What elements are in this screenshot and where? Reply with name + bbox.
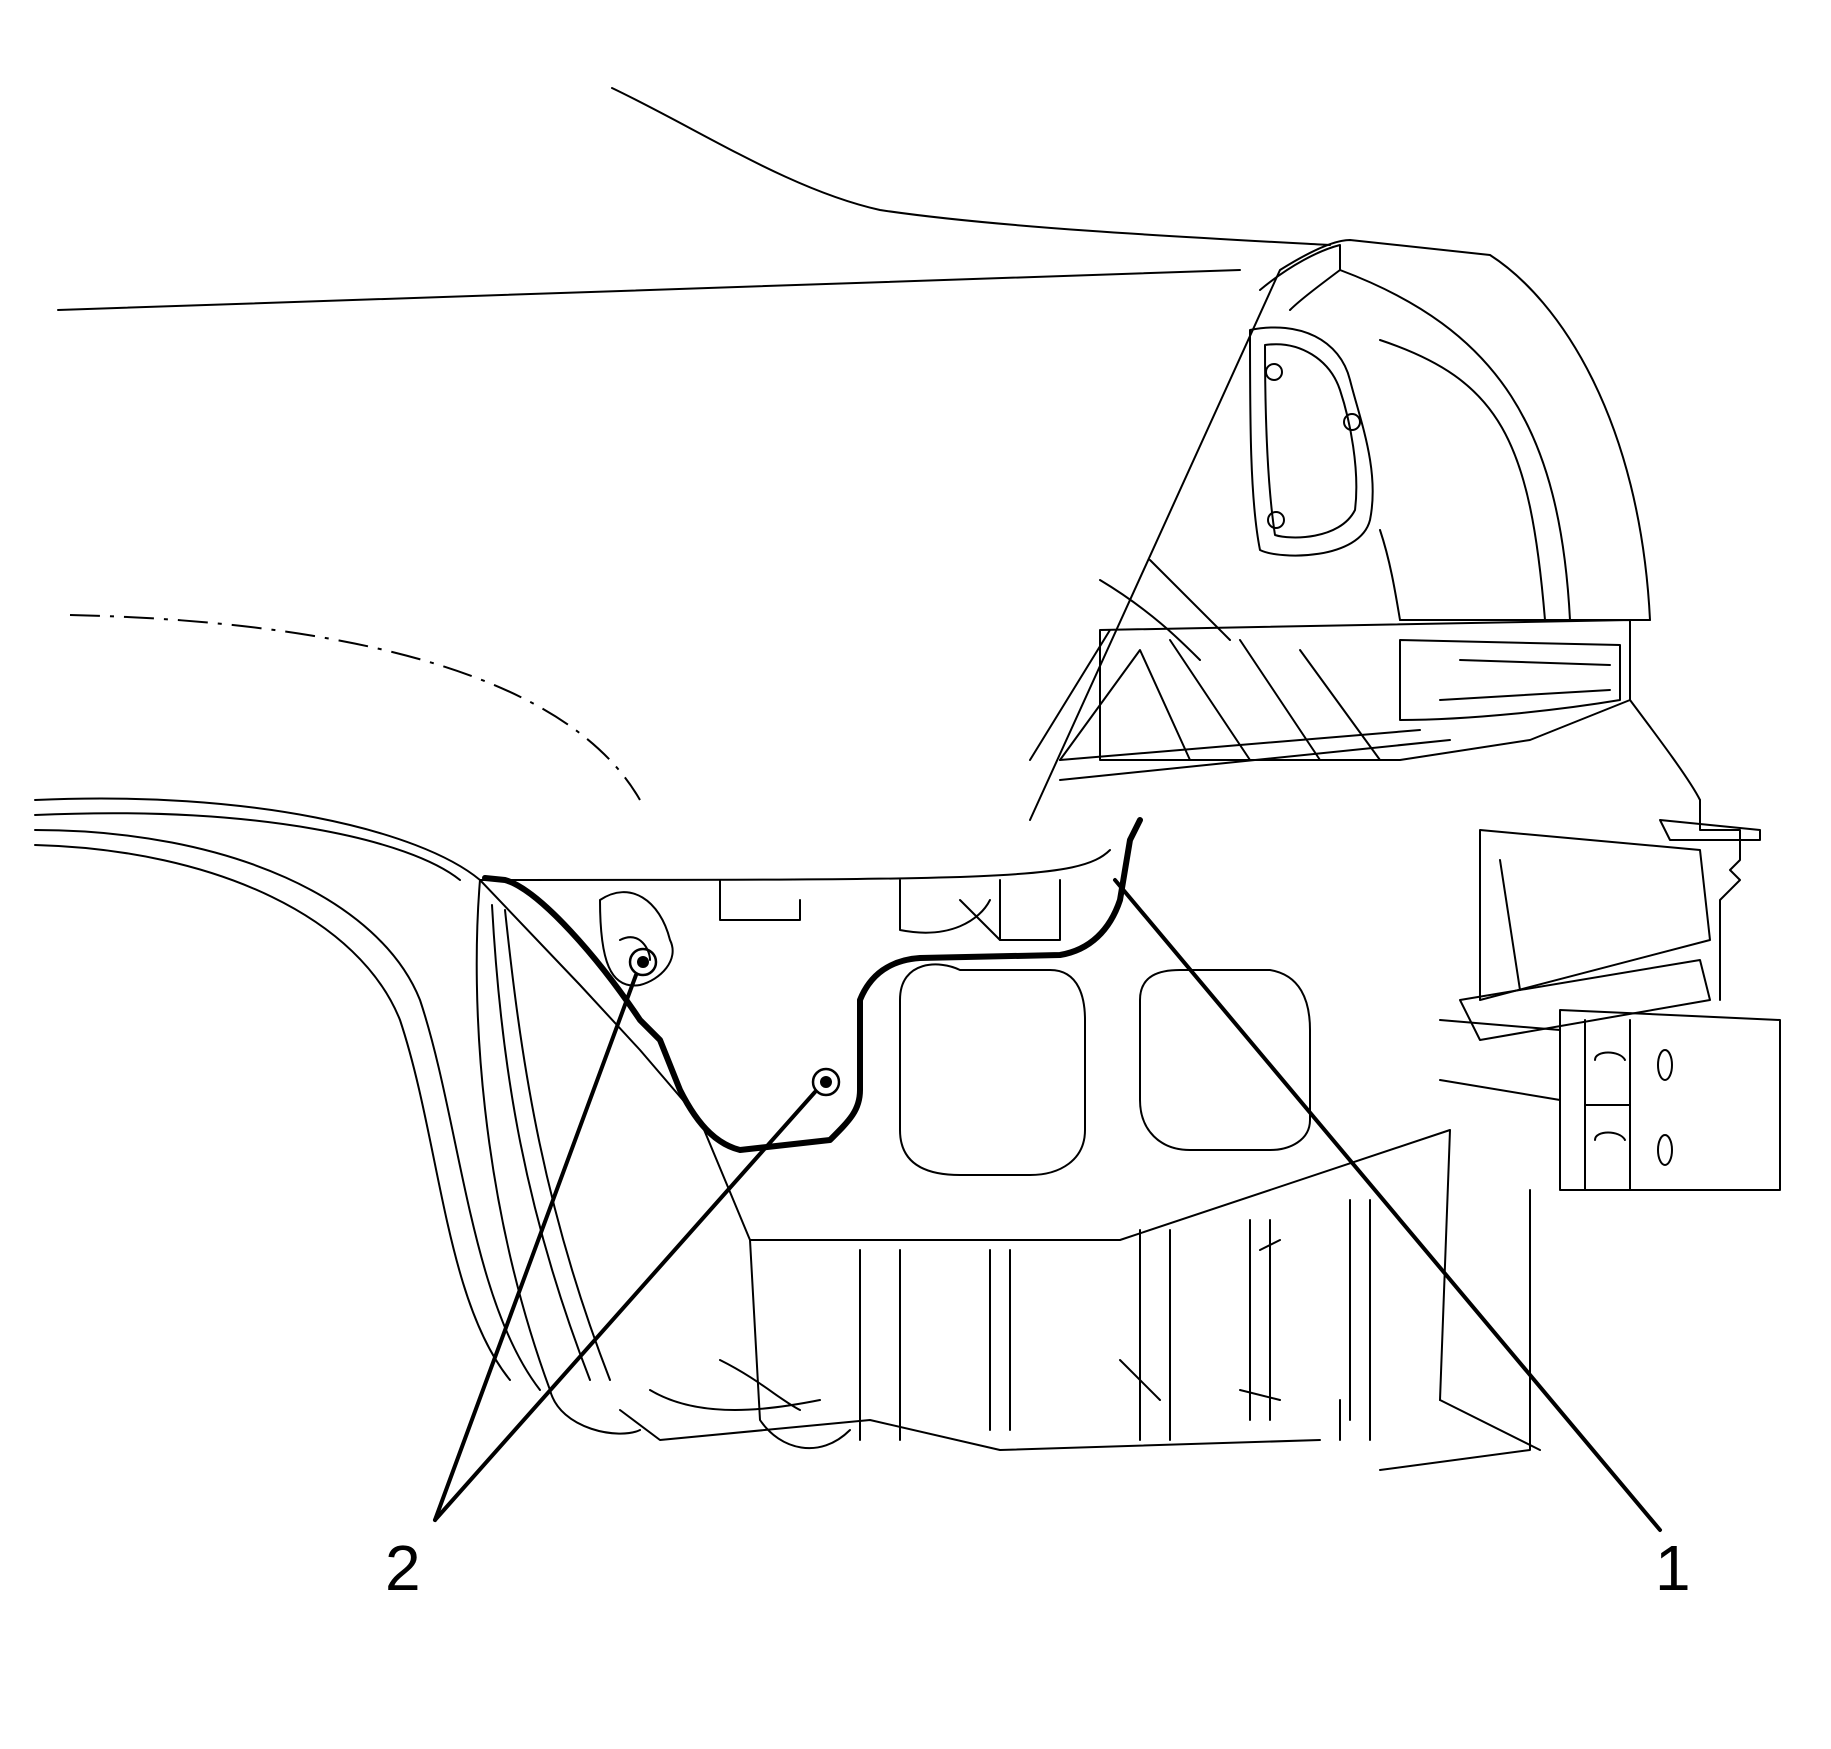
callout-label-2: 2 — [385, 1532, 421, 1604]
bumper-structure — [1029, 619, 1781, 1471]
leader-line-2b — [433, 1090, 817, 1522]
seam-sealer-path — [482, 817, 1143, 1153]
leader-line-1 — [1113, 878, 1662, 1532]
fastener-2a — [628, 947, 658, 977]
fastener-2b — [811, 1067, 841, 1097]
inner-quarter-panel — [479, 879, 1541, 1451]
roof-outline — [57, 87, 1331, 801]
rear-upper-panel — [1029, 239, 1651, 821]
callout-label-1: 1 — [1655, 1532, 1691, 1604]
wheel-arch-outline — [34, 797, 1111, 1435]
leader-line-2a — [433, 973, 638, 1522]
